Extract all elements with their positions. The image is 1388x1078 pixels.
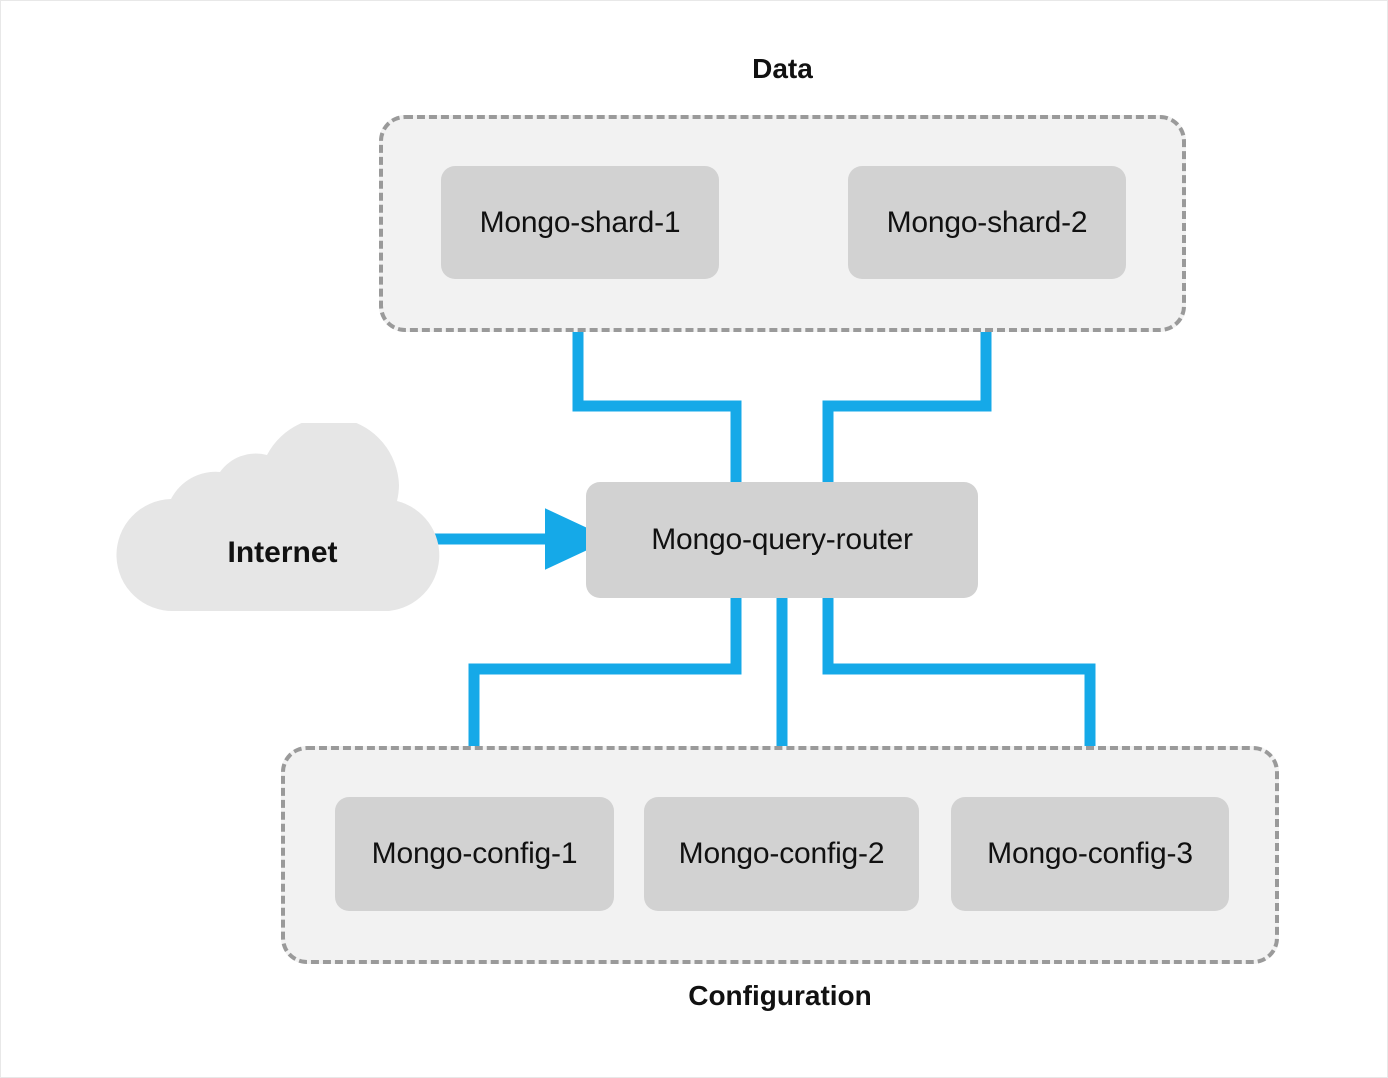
config-group-label: Configuration xyxy=(688,980,872,1011)
data-group-label: Data xyxy=(752,53,813,84)
node-mongo-config-2[interactable]: Mongo-config-2 xyxy=(644,797,919,911)
node-mongo-config-3[interactable]: Mongo-config-3 xyxy=(951,797,1229,911)
node-mongo-shard-2[interactable]: Mongo-shard-2 xyxy=(848,166,1126,279)
node-mongo-query-router[interactable]: Mongo-query-router xyxy=(586,482,978,598)
cloud-icon xyxy=(116,417,440,612)
internet-cloud-label: Internet xyxy=(227,536,338,569)
node-mongo-shard-1[interactable]: Mongo-shard-1 xyxy=(441,166,719,279)
internet-cloud[interactable]: Internet xyxy=(114,417,451,632)
node-mongo-config-1[interactable]: Mongo-config-1 xyxy=(335,797,614,911)
